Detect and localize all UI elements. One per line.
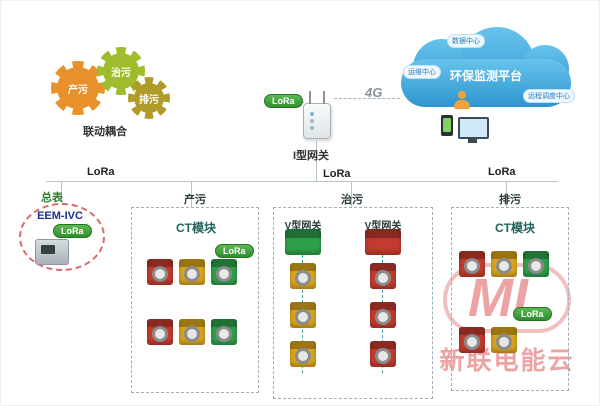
box2-colA-modules: [290, 263, 316, 367]
lora-badge-gateway: LoRa: [264, 94, 303, 108]
ct-module-icon-green: [211, 319, 237, 345]
ct-module-icon-green: [211, 259, 237, 285]
ct-module-icon-yellow: [290, 302, 316, 328]
person-icon: [454, 91, 470, 109]
ct-module-icon-red: [459, 251, 485, 277]
v-gateway-icon-green: [285, 229, 321, 255]
uplink-line: [334, 98, 400, 99]
box2-title: 治污: [341, 194, 363, 206]
ct-module-icon-yellow: [179, 259, 205, 285]
drop-line-box3: [506, 181, 507, 207]
ct-module-icon-red: [147, 259, 173, 285]
gear-label: 产污: [68, 84, 88, 96]
ct-module-icon-yellow: [290, 341, 316, 367]
cloud-badge-dispatch-center: 远程调度中心: [523, 89, 575, 103]
box3-title: 排污: [499, 194, 521, 206]
meter-title: 总表: [41, 192, 63, 204]
ct-module-icon-red: [370, 302, 396, 328]
lora-label-left: LoRa: [87, 166, 115, 178]
box3-group: [451, 207, 569, 391]
smartphone-icon: [441, 115, 453, 136]
gears-caption: 联动耦合: [83, 126, 127, 138]
box1-group: [131, 207, 259, 393]
gear-production-pollution: 产污: [51, 61, 105, 115]
lora-badge-meter: LoRa: [53, 224, 92, 238]
gateway-led-icon: [310, 112, 314, 116]
ct-module-icon-yellow: [491, 327, 517, 353]
meter-group-ellipse: [19, 203, 105, 271]
ct-module-icon-red: [370, 341, 396, 367]
box3-device-row-2: [459, 327, 517, 353]
box3-device-row-1: [459, 251, 549, 277]
cloud-badge-data-center: 数据中心: [447, 34, 485, 48]
ct-module-icon-red: [459, 327, 485, 353]
ct-module-icon-red: [147, 319, 173, 345]
energy-meter-icon: [35, 239, 69, 265]
ct-module-icon-green: [523, 251, 549, 277]
gateway-label: I型网关: [293, 150, 330, 162]
lora-badge-box3: LoRa: [513, 307, 552, 321]
type1-gateway-icon: [303, 91, 331, 139]
box2-colB-modules: [370, 263, 396, 367]
lora-label-right: LoRa: [488, 166, 516, 178]
cloud-title: 环保监测平台: [449, 69, 522, 83]
ct-module-icon-yellow: [491, 251, 517, 277]
lora-badge-box1: LoRa: [215, 244, 254, 258]
cloud-badge-ops-center: 运维中心: [403, 65, 441, 79]
gateway-drop-line: [316, 141, 317, 181]
ct-module-icon-yellow: [179, 319, 205, 345]
gear-label: 治污: [111, 67, 131, 79]
bus-line: [46, 181, 558, 182]
box2-group: [273, 207, 433, 399]
box2-colB-label: V型网关: [364, 221, 402, 232]
box3-subtitle: CT模块: [495, 221, 535, 235]
ct-module-icon-red: [370, 263, 396, 289]
monitor-icon: [458, 117, 489, 143]
lora-label-center: LoRa: [323, 168, 351, 180]
box1-device-row-1: [147, 259, 237, 285]
gear-discharge: 排污: [128, 77, 170, 119]
box1-title: 产污: [184, 194, 206, 206]
box2-colA-label: V型网关: [284, 221, 322, 232]
drop-line-box2: [351, 181, 352, 207]
v-gateway-icon-red: [365, 229, 401, 255]
drop-line-box1: [191, 181, 192, 207]
drop-line-meter: [61, 181, 62, 203]
gear-label: 排污: [139, 94, 159, 106]
g4-icon: 4G: [365, 85, 383, 100]
meter-model: EEM-IVC: [37, 210, 83, 222]
ct-module-icon-yellow: [290, 263, 316, 289]
box1-subtitle: CT模块: [176, 221, 216, 235]
box1-device-row-2: [147, 319, 237, 345]
